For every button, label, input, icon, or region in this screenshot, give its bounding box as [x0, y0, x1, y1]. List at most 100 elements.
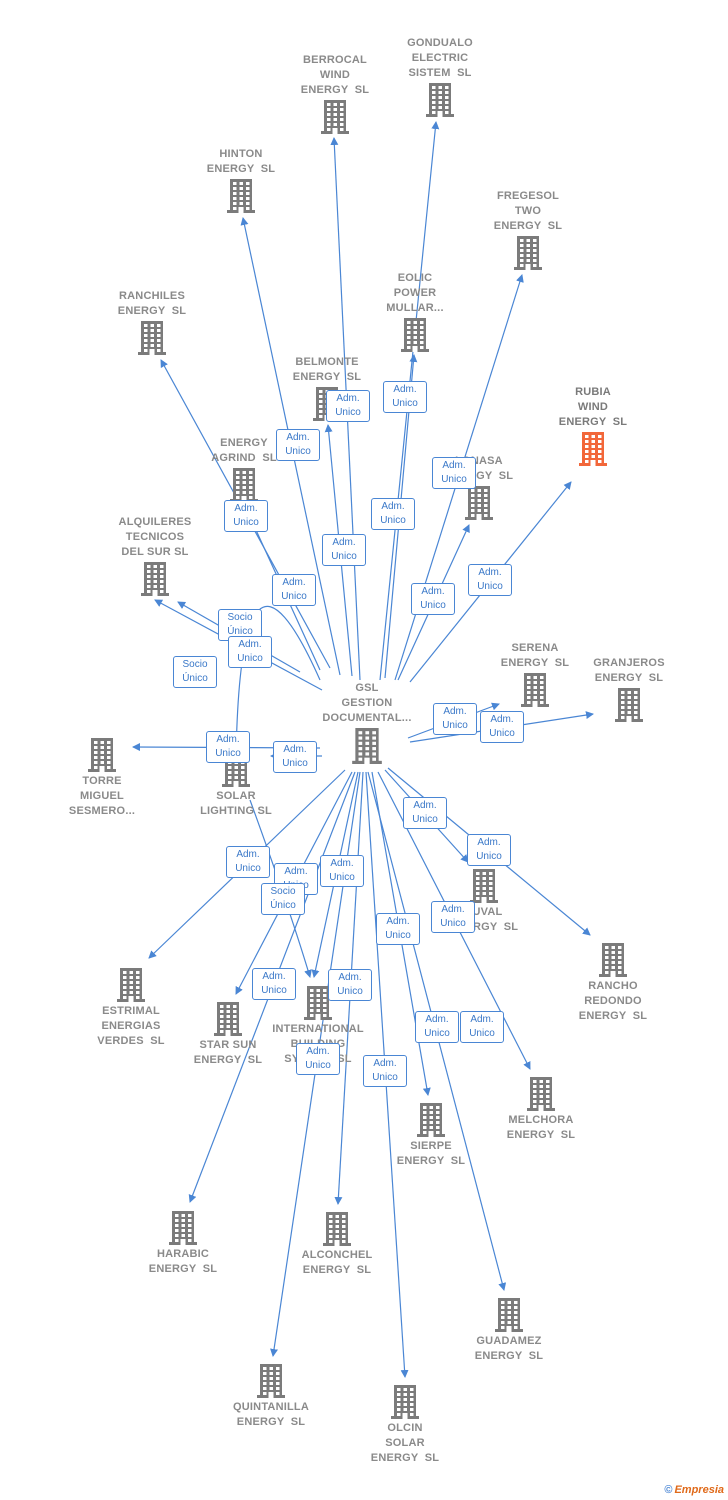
company-label: SERENA ENERGY SL — [500, 642, 570, 669]
building-icon — [417, 1103, 445, 1137]
company-label: MELCHORA ENERGY SL — [506, 1114, 576, 1141]
relation-badge[interactable]: Adm. Unico — [371, 498, 415, 530]
relation-badge[interactable]: Adm. Unico — [226, 846, 270, 878]
company-node-guadamez[interactable]: GUADAMEZ ENERGY SL — [449, 1298, 569, 1364]
relation-badge[interactable]: Adm. Unico — [415, 1011, 459, 1043]
relation-badge[interactable]: Adm. Unico — [326, 390, 370, 422]
company-label: HARABIC ENERGY SL — [148, 1248, 218, 1275]
company-label: BELMONTE ENERGY SL — [292, 356, 362, 383]
building-icon — [227, 179, 255, 213]
building-icon — [117, 968, 145, 1002]
company-label: GUADAMEZ ENERGY SL — [474, 1335, 544, 1362]
relation-badge[interactable]: Adm. Unico — [460, 1011, 504, 1043]
company-node-alquileres[interactable]: ALQUILERES TECNICOS DEL SUR SL — [95, 515, 215, 596]
relation-badge[interactable]: Adm. Unico — [328, 969, 372, 1001]
company-node-harabic[interactable]: HARABIC ENERGY SL — [123, 1211, 243, 1277]
building-icon — [615, 688, 643, 722]
company-label: SIERPE ENERGY SL — [396, 1140, 466, 1167]
relation-badge[interactable]: Adm. Unico — [467, 834, 511, 866]
building-icon — [138, 321, 166, 355]
building-icon — [257, 1364, 285, 1398]
company-label: GRANJEROS ENERGY SL — [593, 657, 665, 684]
company-node-berrocal[interactable]: BERROCAL WIND ENERGY SL — [275, 53, 395, 134]
building-icon — [323, 1212, 351, 1246]
building-icon — [304, 986, 332, 1020]
relation-badge[interactable]: Adm. Unico — [363, 1055, 407, 1087]
relation-badge[interactable]: Adm. Unico — [276, 429, 320, 461]
company-node-agrind[interactable]: ENERGY AGRIND SL — [184, 436, 304, 502]
company-label: SOLAR LIGHTING SL — [200, 790, 272, 817]
relation-badge[interactable]: Adm. Unico — [252, 968, 296, 1000]
company-node-rubia[interactable]: RUBIA WIND ENERGY SL — [533, 385, 653, 466]
footer-brand[interactable]: ©Empresia — [664, 1484, 724, 1496]
building-icon — [214, 1002, 242, 1036]
relation-badge[interactable]: Adm. Unico — [272, 574, 316, 606]
company-label: ALCONCHEL ENERGY SL — [301, 1249, 373, 1276]
company-node-granjeros[interactable]: GRANJEROS ENERGY SL — [569, 656, 689, 722]
building-icon — [579, 432, 607, 466]
relation-badge[interactable]: Adm. Unico — [376, 913, 420, 945]
company-node-quintanilla[interactable]: QUINTANILLA ENERGY SL — [211, 1364, 331, 1430]
relation-badge[interactable]: Adm. Unico — [431, 901, 475, 933]
company-label: ESTRIMAL ENERGIAS VERDES SL — [97, 1005, 165, 1047]
company-node-estrimal[interactable]: ESTRIMAL ENERGIAS VERDES SL — [71, 968, 191, 1049]
relation-badge[interactable]: Adm. Unico — [320, 855, 364, 887]
company-node-starsun[interactable]: STAR SUN ENERGY SL — [168, 1002, 288, 1068]
company-label: FREGESOL TWO ENERGY SL — [493, 190, 563, 232]
relation-badge[interactable]: Adm. Unico — [383, 381, 427, 413]
company-node-serena[interactable]: SERENA ENERGY SL — [475, 641, 595, 707]
building-icon — [321, 100, 349, 134]
building-icon — [391, 1385, 419, 1419]
company-node-belmonte[interactable]: BELMONTE ENERGY SL — [267, 355, 387, 421]
company-label: ALQUILERES TECNICOS DEL SUR SL — [118, 516, 192, 558]
company-node-gondualo[interactable]: GONDUALO ELECTRIC SISTEM SL — [380, 36, 500, 117]
company-node-ranchiles[interactable]: RANCHILES ENERGY SL — [92, 289, 212, 355]
relation-badge[interactable]: Adm. Unico — [468, 564, 512, 596]
company-node-alconchel[interactable]: ALCONCHEL ENERGY SL — [277, 1212, 397, 1278]
building-icon — [514, 236, 542, 270]
relation-badge[interactable]: Socio Único — [218, 609, 262, 641]
company-node-melchora[interactable]: MELCHORA ENERGY SL — [481, 1077, 601, 1143]
copyright-icon: © — [664, 1484, 673, 1496]
building-icon — [495, 1298, 523, 1332]
relation-badge[interactable]: Adm. Unico — [273, 741, 317, 773]
company-node-eolic[interactable]: EOLIC POWER MULLAR... — [355, 271, 475, 352]
building-icon — [599, 943, 627, 977]
relation-badge[interactable]: Socio Único — [173, 656, 217, 688]
company-node-olcin[interactable]: OLCIN SOLAR ENERGY SL — [345, 1385, 465, 1466]
relation-badge[interactable]: Adm. Unico — [432, 457, 476, 489]
building-icon — [141, 562, 169, 596]
relation-badge[interactable]: Adm. Unico — [411, 583, 455, 615]
company-label: ENERGY AGRIND SL — [211, 437, 277, 464]
center-building-icon — [352, 728, 382, 764]
company-label: EOLIC POWER MULLAR... — [386, 272, 444, 314]
company-node-fregesol[interactable]: FREGESOL TWO ENERGY SL — [468, 189, 588, 270]
relation-badge[interactable]: Adm. Unico — [322, 534, 366, 566]
building-icon — [521, 673, 549, 707]
relation-badge[interactable]: Socio Único — [261, 883, 305, 915]
company-label: QUINTANILLA ENERGY SL — [233, 1401, 309, 1428]
relation-badge[interactable]: Adm. Unico — [224, 500, 268, 532]
building-icon — [169, 1211, 197, 1245]
company-label: OLCIN SOLAR ENERGY SL — [370, 1422, 440, 1464]
relation-badge[interactable]: Adm. Unico — [403, 797, 447, 829]
building-icon — [527, 1077, 555, 1111]
company-node-rancho[interactable]: RANCHO REDONDO ENERGY SL — [553, 943, 673, 1024]
relation-badge[interactable]: Adm. Unico — [296, 1043, 340, 1075]
company-label: STAR SUN ENERGY SL — [193, 1039, 263, 1066]
company-node-hinton[interactable]: HINTON ENERGY SL — [181, 147, 301, 213]
relation-badge[interactable]: Adm. Unico — [206, 731, 250, 763]
relation-badge[interactable]: Adm. Unico — [480, 711, 524, 743]
company-label: HINTON ENERGY SL — [206, 148, 276, 175]
relation-badge[interactable]: Adm. Unico — [228, 636, 272, 668]
center-node[interactable]: GSL GESTION DOCUMENTAL... — [307, 681, 427, 764]
company-label: RUBIA WIND ENERGY SL — [558, 386, 628, 428]
relation-badge[interactable]: Adm. Unico — [433, 703, 477, 735]
brand-name: Empresia — [674, 1484, 724, 1496]
company-label: TORRE MIGUEL SESMERO... — [68, 775, 136, 817]
company-node-torre[interactable]: TORRE MIGUEL SESMERO... — [42, 738, 162, 819]
building-icon — [465, 486, 493, 520]
company-node-sierpe[interactable]: SIERPE ENERGY SL — [371, 1103, 491, 1169]
company-label: BERROCAL WIND ENERGY SL — [300, 54, 370, 96]
